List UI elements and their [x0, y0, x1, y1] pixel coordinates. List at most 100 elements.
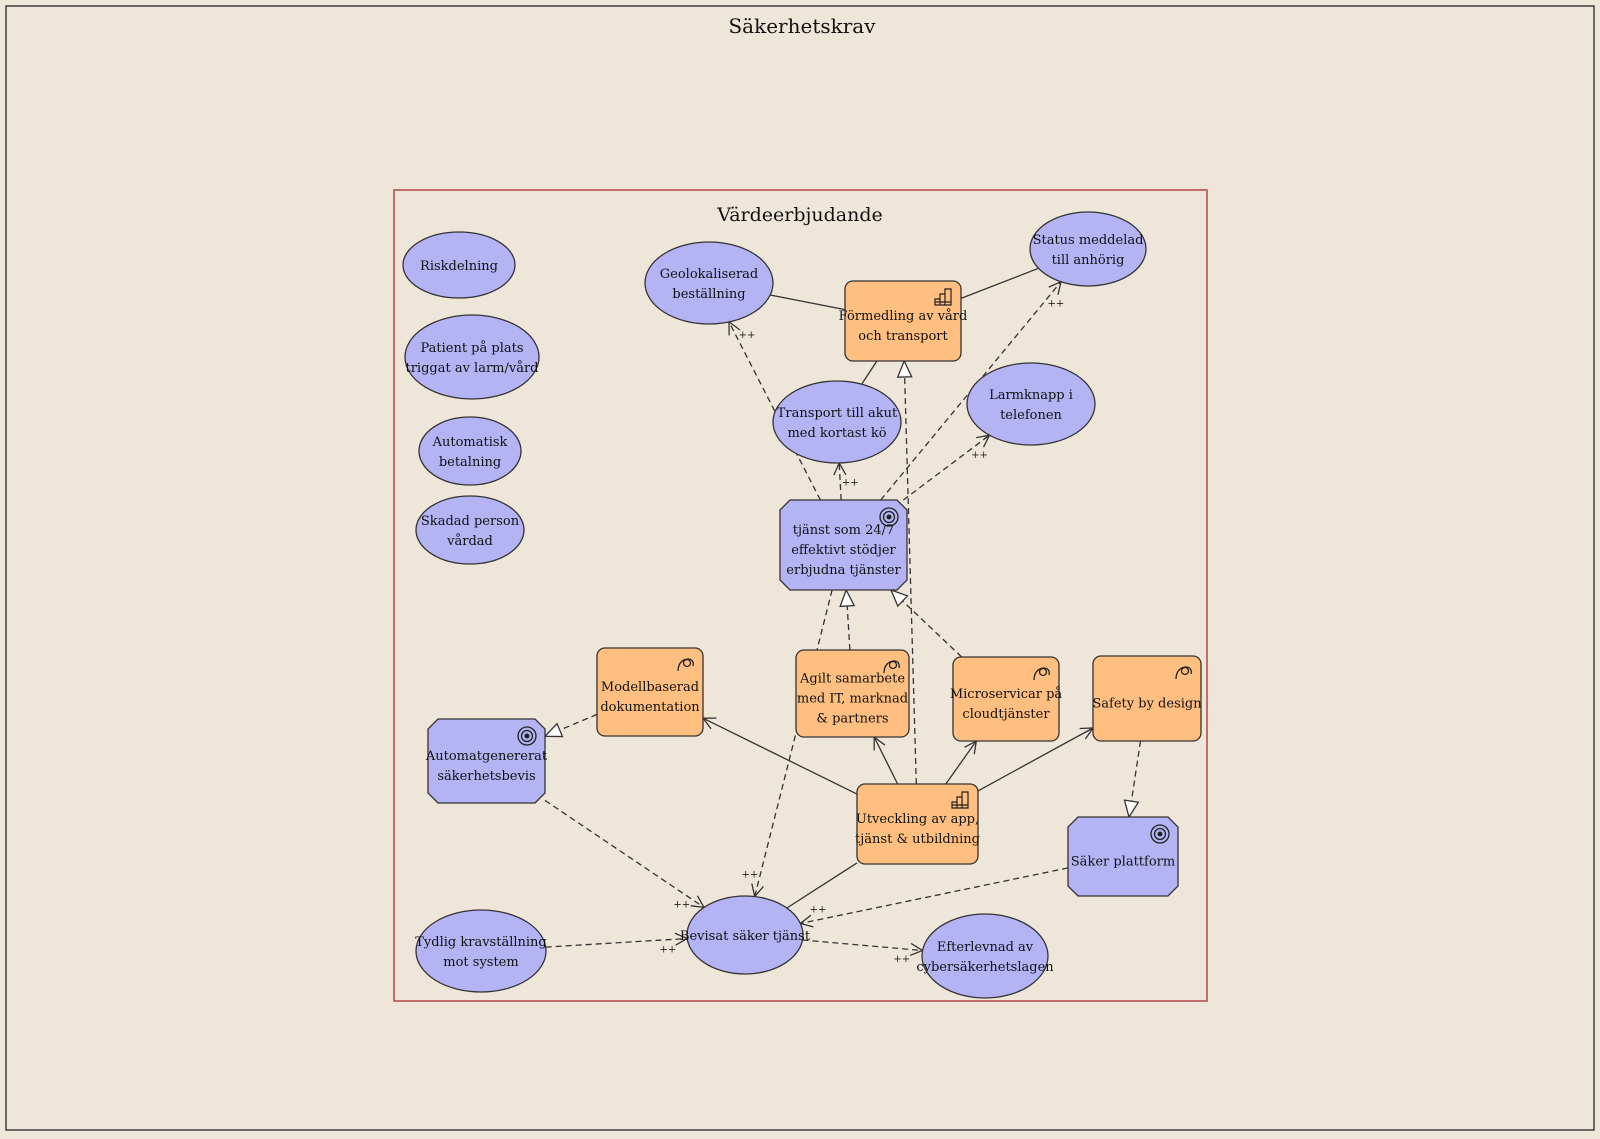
element-label-larmknapp: telefonen [1000, 408, 1062, 423]
product-icon [951, 791, 969, 809]
relation-bevisat-efterlevnad[interactable] [802, 939, 923, 951]
element-utveckling[interactable]: Utveckling av app,tjänst & utbildning [855, 783, 980, 865]
relation-label-tjanst-geo: ++ [739, 330, 756, 341]
element-shape [427, 718, 546, 804]
relation-plattform-bevisat[interactable] [800, 867, 1069, 924]
element-shape [844, 280, 962, 362]
goal-icon [1150, 824, 1170, 844]
relation-formedling-status[interactable] [960, 267, 1039, 300]
element-shape [404, 314, 540, 400]
element-safety[interactable]: Safety by design [1092, 655, 1202, 742]
element-shape [779, 499, 908, 591]
element-shape [1092, 655, 1202, 742]
group-box [393, 189, 1208, 1002]
diagram-title: Säkerhetskrav [728, 14, 876, 38]
element-label-autogen: säkerhetsbevis [437, 769, 535, 784]
element-label-agilt: med IT, marknad [797, 692, 908, 707]
relation-utveckling-micro[interactable] [945, 741, 977, 785]
element-label-krav: Tydlig kravställning [415, 935, 546, 950]
relation-micro-tjanst[interactable] [891, 590, 963, 658]
element-shape [856, 783, 979, 865]
element-krav[interactable]: Tydlig kravställning mot system [415, 909, 547, 993]
relation-label-bevisat-efterlevnad: ++ [893, 954, 910, 965]
element-betalning[interactable]: Automatisk betalning [418, 416, 522, 486]
element-label-patient: Patient på plats [420, 340, 523, 356]
element-label-krav: mot system [443, 955, 518, 970]
element-label-skadad: Skadad person [421, 514, 520, 529]
relation-krav-bevisat[interactable] [545, 939, 688, 948]
element-label-bevisat: Bevisat säker tjänst [680, 929, 811, 944]
element-label-agilt: & partners [816, 712, 888, 727]
capability-icon [883, 660, 900, 674]
relation-label-krav-bevisat: ++ [660, 945, 677, 956]
relation-agilt-tjanst[interactable] [846, 590, 850, 651]
element-label-geo: Geolokaliserad [660, 267, 758, 282]
element-shape [1067, 816, 1179, 897]
outer-frame [5, 5, 1595, 1131]
element-label-tjanst: effektivt stödjer [791, 543, 896, 558]
relation-label-tjanst-bevisat: ++ [742, 870, 759, 881]
element-shape [418, 416, 522, 486]
element-label-modell: Modellbaserad [601, 680, 699, 695]
element-skadad[interactable]: Skadad person vårdad [415, 495, 525, 565]
element-label-formedling: och transport [858, 329, 948, 344]
element-label-status: till anhörig [1052, 253, 1125, 268]
relation-utveckling-modell[interactable] [703, 718, 858, 795]
relation-geo-formedling[interactable] [770, 294, 846, 311]
element-label-efterlevnad: Efterlevnad av [937, 940, 1034, 955]
element-shape [966, 362, 1096, 446]
element-riskdelning[interactable]: Riskdelning [402, 231, 516, 299]
relation-tjanst-transport[interactable] [839, 463, 841, 501]
relation-utveckling-safety[interactable] [977, 728, 1093, 792]
element-agilt[interactable]: Agilt samarbete med IT, marknad & partners [795, 649, 910, 738]
element-label-agilt: Agilt samarbete [799, 672, 905, 687]
element-shape [644, 241, 774, 325]
element-shape [686, 895, 804, 975]
element-bevisat[interactable]: Bevisat säker tjänst [680, 895, 811, 975]
relation-utveckling-bevisat[interactable] [786, 862, 858, 909]
relation-formedling-transport[interactable] [861, 360, 878, 385]
element-shape [921, 913, 1049, 999]
relation-tjanst-bevisat[interactable] [755, 589, 833, 897]
capability-icon [677, 658, 694, 672]
relations-layer: ++++++++++++++++++ [544, 267, 1142, 965]
element-efterlevnad[interactable]: Efterlevnad av cybersäkerhetslagen [916, 913, 1054, 999]
element-shape [402, 231, 516, 299]
relation-label-tjanst-larmknapp: ++ [971, 450, 988, 461]
element-label-betalning: betalning [439, 455, 501, 470]
relation-autogen-bevisat[interactable] [544, 799, 704, 907]
element-label-efterlevnad: cybersäkerhetslagen [916, 960, 1054, 975]
relation-modell-autogen[interactable] [545, 713, 598, 736]
relation-tjanst-larmknapp[interactable] [902, 435, 989, 501]
element-shape [415, 909, 547, 993]
element-status[interactable]: Status meddelad till anhörig [1029, 211, 1147, 287]
capability-icon [1175, 666, 1192, 680]
relation-safety-plattform[interactable] [1129, 740, 1142, 817]
relation-utveckling-agilt[interactable] [874, 737, 899, 785]
element-label-skadad: vårdad [446, 533, 493, 549]
element-plattform[interactable]: Säker plattform [1067, 816, 1179, 897]
element-shape [1029, 211, 1147, 287]
element-shape [596, 647, 704, 737]
element-shape [952, 656, 1060, 742]
element-shape [415, 495, 525, 565]
element-shape [795, 649, 910, 738]
element-label-status: Status meddelad [1033, 233, 1144, 248]
element-label-riskdelning: Riskdelning [420, 259, 498, 274]
element-label-betalning: Automatisk [432, 435, 508, 450]
relation-label-plattform-bevisat: ++ [810, 905, 827, 916]
product-icon [934, 288, 952, 306]
relation-utveckling-formedling[interactable] [904, 361, 917, 785]
element-label-tjanst: tjänst som 24/7 [793, 523, 895, 538]
